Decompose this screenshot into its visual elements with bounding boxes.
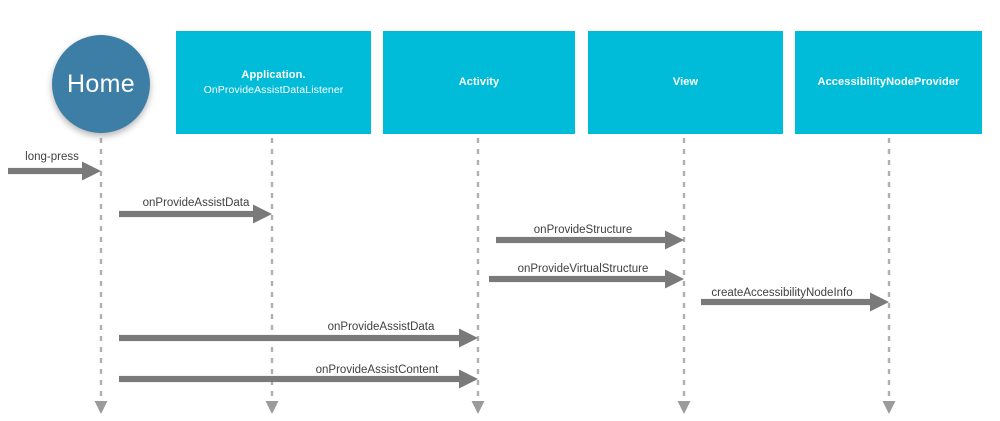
message-arrow-m7[interactable] — [119, 369, 478, 389]
arrow-head — [82, 161, 101, 181]
arrow-head — [253, 204, 272, 224]
arrow-head — [665, 230, 684, 250]
arrow-shaft — [496, 236, 666, 244]
actor-application-subtitle: OnProvideAssistDataListener — [203, 83, 344, 96]
actor-application-title: Application. — [241, 68, 306, 81]
message-arrow-m5[interactable] — [701, 292, 889, 312]
lifeline-end-arrow-accessibility_node_provider — [882, 401, 896, 414]
arrow-shaft — [8, 167, 83, 175]
arrow-shaft — [701, 298, 871, 306]
actor-application[interactable]: Application. OnProvideAssistDataListener — [176, 31, 371, 134]
arrow-shaft — [119, 375, 460, 383]
actor-activity[interactable]: Activity — [383, 31, 575, 134]
message-label-m2: onProvideAssistData — [142, 197, 250, 209]
arrow-head — [459, 369, 478, 389]
actor-accessibility-node-provider-title: AccessibilityNodeProvider — [817, 76, 960, 89]
lifeline-end-arrow-view — [677, 401, 691, 414]
lifelines-group — [94, 138, 896, 414]
message-label-m7: onProvideAssistContent — [315, 364, 439, 376]
message-label-m4: onProvideVirtualStructure — [517, 263, 649, 275]
arrow-head — [870, 292, 889, 312]
messages-group — [8, 161, 889, 389]
lifeline-end-arrow-home — [94, 401, 108, 414]
actor-application-label: Application. OnProvideAssistDataListener — [204, 68, 344, 97]
arrow-head — [459, 328, 478, 348]
actor-accessibility-node-provider-label: AccessibilityNodeProvider — [818, 75, 960, 90]
message-arrow-m6[interactable] — [119, 328, 478, 348]
message-arrow-m2[interactable] — [119, 204, 272, 224]
actor-accessibility-node-provider[interactable]: AccessibilityNodeProvider — [795, 31, 982, 134]
lifeline-end-arrow-application — [265, 401, 279, 414]
arrow-head — [665, 269, 684, 289]
actor-home-label: Home — [67, 69, 135, 98]
message-arrow-m3[interactable] — [496, 230, 684, 250]
message-label-m6: onProvideAssistData — [327, 321, 435, 333]
message-label-m5: createAccessibilityNodeInfo — [711, 287, 853, 299]
message-label-m3: onProvideStructure — [533, 224, 633, 236]
arrow-shaft — [489, 275, 666, 283]
message-arrow-m1[interactable] — [8, 161, 101, 181]
arrow-shaft — [119, 334, 460, 342]
actor-view-label: View — [673, 75, 698, 90]
actor-activity-label: Activity — [459, 75, 500, 90]
lifeline-end-arrow-activity — [471, 401, 485, 414]
arrow-shaft — [119, 210, 254, 218]
message-arrow-m4[interactable] — [489, 269, 684, 289]
actor-activity-title: Activity — [458, 76, 500, 89]
actor-view[interactable]: View — [588, 31, 783, 134]
message-label-m1: long-press — [25, 151, 79, 163]
actor-home[interactable]: Home — [52, 35, 150, 133]
actor-view-title: View — [672, 76, 699, 89]
